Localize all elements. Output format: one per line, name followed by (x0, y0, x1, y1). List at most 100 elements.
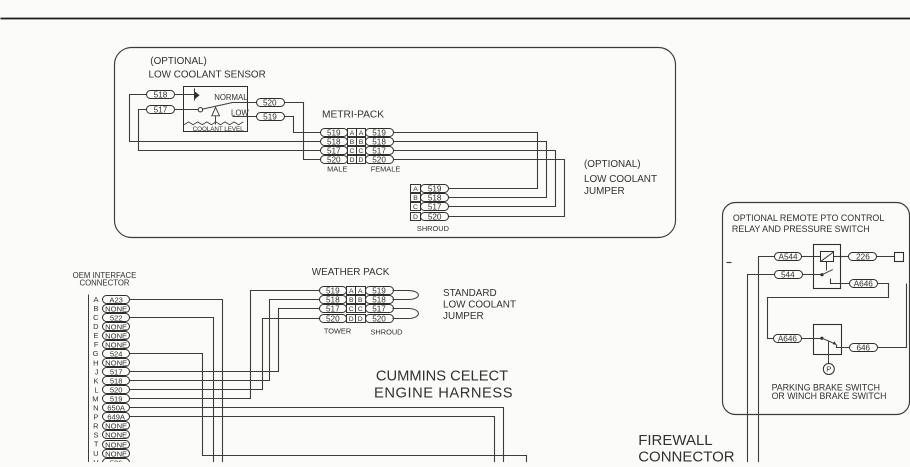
svg-text:(OPTIONAL): (OPTIONAL) (584, 159, 641, 170)
svg-text:C: C (413, 204, 418, 211)
svg-text:B: B (413, 195, 418, 202)
svg-text:518: 518 (327, 137, 341, 146)
svg-text:COOLANT LEVEL: COOLANT LEVEL (193, 126, 245, 133)
svg-text:A: A (350, 130, 355, 137)
svg-text:JUMPER: JUMPER (443, 311, 484, 322)
svg-text:D: D (350, 157, 355, 164)
svg-text:NONE: NONE (105, 358, 127, 367)
svg-text:520: 520 (263, 98, 277, 107)
svg-text:519: 519 (428, 184, 442, 193)
svg-text:520: 520 (110, 385, 123, 394)
svg-text:V: V (93, 458, 98, 462)
svg-text:544: 544 (781, 270, 795, 279)
svg-text:CUMMINS CELECT: CUMMINS CELECT (376, 368, 508, 384)
svg-text:C: C (93, 313, 99, 322)
svg-text:N: N (93, 404, 98, 413)
svg-text:L: L (94, 385, 98, 394)
svg-text:A23: A23 (109, 295, 123, 304)
svg-text:D: D (349, 316, 354, 323)
svg-text:C: C (358, 306, 363, 313)
svg-text:B: B (359, 139, 364, 146)
svg-text:P: P (93, 413, 98, 422)
svg-text:CONNECTOR: CONNECTOR (638, 448, 735, 462)
svg-text:520: 520 (372, 155, 386, 164)
svg-text:CONNECTOR: CONNECTOR (79, 278, 129, 287)
svg-text:NONE: NONE (105, 331, 127, 340)
svg-text:NONE: NONE (105, 340, 127, 349)
svg-text:STANDARD: STANDARD (443, 288, 497, 299)
svg-text:FIREWALL: FIREWALL (638, 432, 712, 449)
svg-text:526: 526 (110, 458, 123, 462)
svg-text:B: B (349, 297, 354, 304)
svg-text:NONE: NONE (105, 304, 127, 313)
svg-text:R: R (93, 422, 99, 431)
svg-text:OPTIONAL REMOTE PTO CONTROL: OPTIONAL REMOTE PTO CONTROL (733, 213, 884, 223)
svg-text:A: A (93, 295, 98, 304)
svg-text:NONE: NONE (105, 449, 127, 458)
svg-text:D: D (93, 322, 99, 331)
svg-text:PARKING BRAKE SWITCH: PARKING BRAKE SWITCH (772, 382, 880, 392)
svg-text:H: H (93, 358, 98, 367)
svg-text:NONE: NONE (105, 421, 127, 430)
svg-text:B: B (358, 297, 363, 304)
svg-text:518: 518 (428, 193, 442, 202)
svg-text:SHROUD: SHROUD (417, 224, 449, 233)
svg-text:M: M (92, 394, 98, 403)
svg-text:METRI-PACK: METRI-PACK (322, 110, 384, 121)
svg-text:LOW COOLANT: LOW COOLANT (584, 174, 657, 185)
svg-text:650A: 650A (107, 403, 126, 412)
svg-text:518: 518 (372, 295, 386, 304)
svg-text:649A: 649A (107, 412, 126, 421)
svg-text:J: J (95, 367, 99, 376)
svg-text:517: 517 (326, 304, 340, 313)
svg-text:646: 646 (856, 343, 870, 352)
svg-text:D: D (359, 157, 364, 164)
svg-text:P: P (826, 365, 831, 374)
svg-text:F: F (94, 340, 99, 349)
svg-text:LOW COOLANT: LOW COOLANT (443, 299, 516, 310)
svg-text:WEATHER PACK: WEATHER PACK (312, 267, 390, 278)
svg-text:G: G (93, 349, 99, 358)
svg-text:A544: A544 (778, 252, 798, 261)
svg-text:520: 520 (372, 314, 386, 323)
svg-text:517: 517 (110, 367, 123, 376)
svg-text:RELAY AND PRESSURE SWITCH: RELAY AND PRESSURE SWITCH (732, 224, 870, 234)
svg-text:NONE: NONE (105, 440, 127, 449)
svg-text:C: C (350, 148, 355, 155)
svg-text:SHROUD: SHROUD (370, 327, 402, 336)
svg-text:C: C (359, 148, 364, 155)
svg-text:K: K (93, 376, 98, 385)
svg-text:TOWER: TOWER (324, 326, 351, 335)
svg-text:517: 517 (372, 304, 386, 313)
svg-text:NONE: NONE (105, 322, 127, 331)
svg-text:U: U (93, 449, 98, 458)
svg-text:519: 519 (372, 128, 386, 137)
svg-text:(OPTIONAL): (OPTIONAL) (150, 56, 207, 67)
svg-text:ENGINE HARNESS: ENGINE HARNESS (374, 385, 513, 401)
svg-text:520: 520 (327, 155, 341, 164)
svg-text:T: T (94, 440, 99, 449)
svg-text:517: 517 (428, 202, 442, 211)
svg-text:519: 519 (327, 128, 341, 137)
svg-text:A646: A646 (778, 334, 798, 343)
svg-text:FEMALE: FEMALE (371, 165, 401, 174)
svg-text:A: A (349, 288, 354, 295)
svg-text:522: 522 (110, 313, 123, 322)
svg-text:OR WINCH BRAKE SWITCH: OR WINCH BRAKE SWITCH (772, 391, 887, 401)
svg-text:519: 519 (263, 112, 277, 121)
svg-text:520: 520 (326, 314, 340, 323)
svg-text:NONE: NONE (105, 430, 127, 439)
svg-text:LOW COOLANT SENSOR: LOW COOLANT SENSOR (149, 70, 266, 81)
svg-text:B: B (93, 304, 98, 313)
svg-text:D: D (358, 316, 363, 323)
svg-text:519: 519 (326, 286, 340, 295)
svg-text:519: 519 (372, 286, 386, 295)
svg-text:C: C (349, 306, 354, 313)
svg-text:D: D (413, 214, 418, 221)
svg-text:JUMPER: JUMPER (584, 186, 625, 197)
svg-text:B: B (350, 139, 355, 146)
svg-text:518: 518 (372, 137, 386, 146)
svg-text:518: 518 (154, 90, 168, 99)
svg-text:E: E (93, 331, 98, 340)
svg-text:OEM INTERFACE: OEM INTERFACE (73, 271, 137, 280)
